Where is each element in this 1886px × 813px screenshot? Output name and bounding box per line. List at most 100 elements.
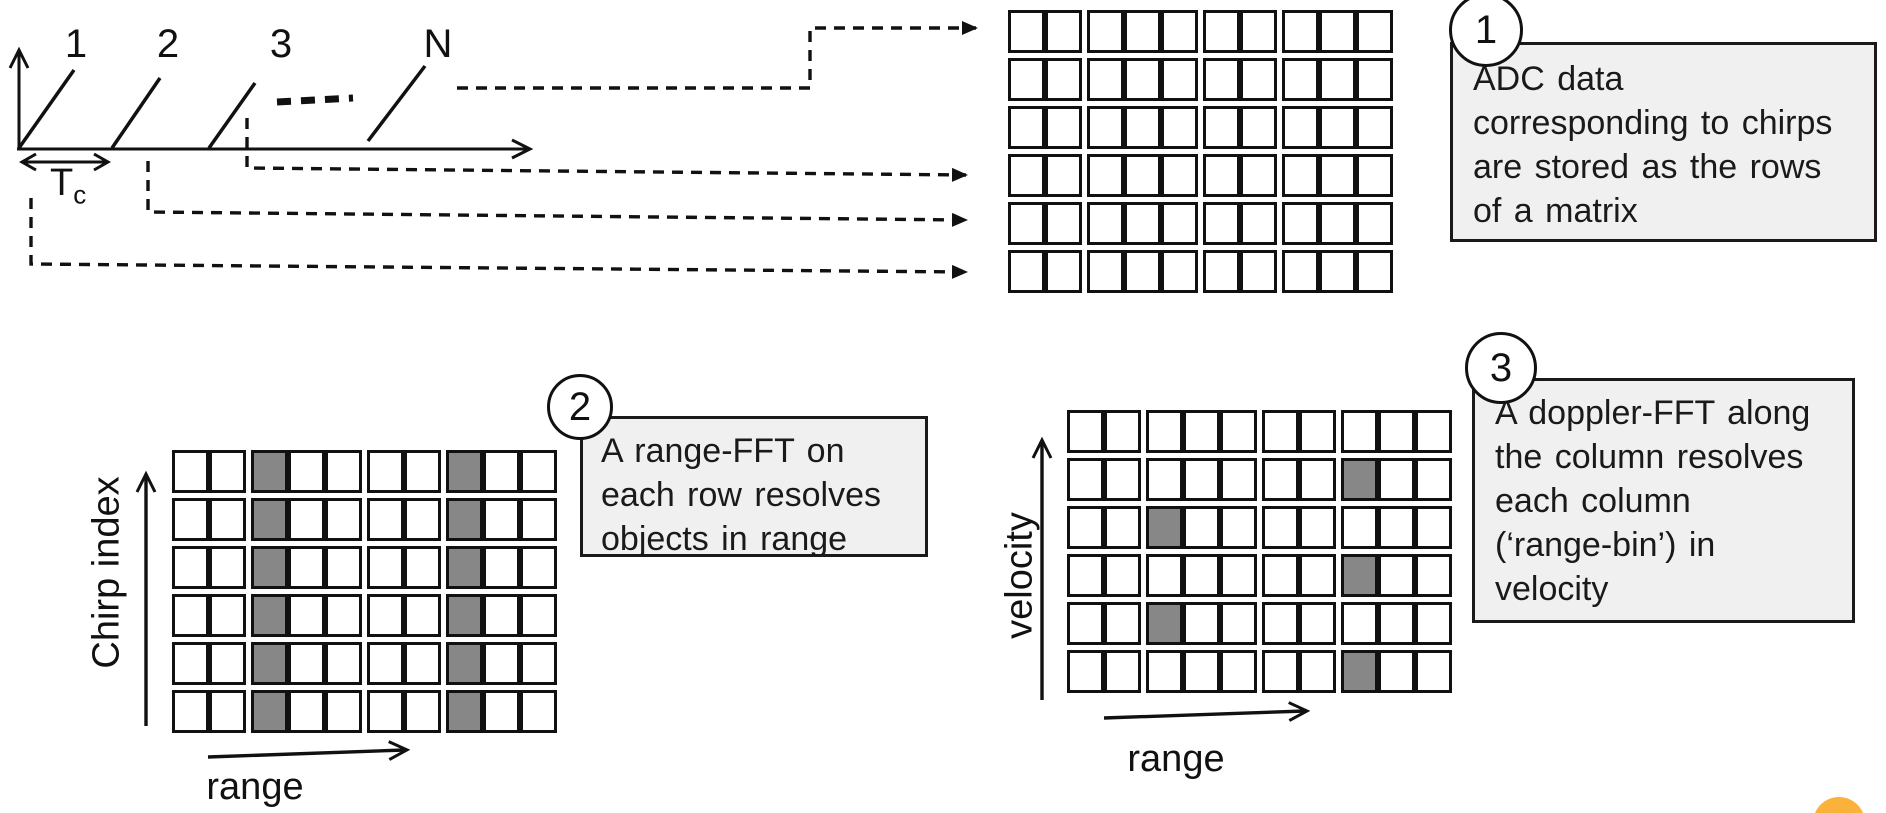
- range-axis-label-left: range: [206, 766, 304, 808]
- chirp-label-1: 1: [64, 22, 88, 66]
- matrix-cell: [325, 690, 362, 733]
- cell-block: [251, 642, 362, 685]
- cell-block: [1087, 154, 1198, 197]
- matrix-cell: [1415, 650, 1452, 693]
- cell-block: [1262, 554, 1336, 597]
- matrix-cell: [483, 498, 520, 541]
- matrix-cell: [1146, 410, 1183, 453]
- cell-block: [446, 450, 557, 493]
- matrix-cell: [1067, 458, 1104, 501]
- cell-block: [446, 498, 557, 541]
- matrix-cell: [325, 450, 362, 493]
- cell-block: [172, 498, 246, 541]
- cell-block: [367, 546, 441, 589]
- cell-block: [1087, 58, 1198, 101]
- cell-block: [446, 642, 557, 685]
- matrix-cell: [1104, 410, 1141, 453]
- slide-accent-dot: [1813, 797, 1865, 813]
- chirp-label-2: 2: [156, 22, 180, 66]
- matrix-row: [1008, 250, 1393, 293]
- matrix-cell: [1183, 410, 1220, 453]
- cell-block: [1262, 458, 1336, 501]
- tc-interval-label: Tc: [50, 162, 86, 211]
- detected-object-cell: [446, 594, 483, 637]
- matrix-cell: [1356, 10, 1393, 53]
- matrix-cell: [1220, 410, 1257, 453]
- cell-block: [1067, 458, 1141, 501]
- matrix-cell: [1087, 202, 1124, 245]
- matrix-cell: [1319, 202, 1356, 245]
- cell-block: [1067, 506, 1141, 549]
- matrix-cell: [1319, 58, 1356, 101]
- matrix-cell: [325, 546, 362, 589]
- matrix-cell: [404, 642, 441, 685]
- step-1-badge: 1: [1449, 0, 1523, 67]
- matrix-cell: [1161, 250, 1198, 293]
- matrix-cell: [1045, 202, 1082, 245]
- cell-block: [1067, 554, 1141, 597]
- cell-block: [1087, 10, 1198, 53]
- range-axis-label-right: range: [1127, 738, 1225, 780]
- matrix-cell: [1067, 506, 1104, 549]
- cell-block: [172, 642, 246, 685]
- matrix-cell: [483, 450, 520, 493]
- matrix-cell: [1183, 554, 1220, 597]
- adc-data-matrix: [1008, 10, 1393, 298]
- matrix-cell: [1220, 602, 1257, 645]
- matrix-cell: [367, 594, 404, 637]
- matrix-cell: [1008, 58, 1045, 101]
- matrix-cell: [1378, 410, 1415, 453]
- matrix-row: [1008, 10, 1393, 53]
- matrix-row: [1067, 410, 1452, 453]
- cell-block: [1203, 10, 1277, 53]
- cell-block: [1282, 10, 1393, 53]
- matrix-row: [1008, 106, 1393, 149]
- matrix-cell: [1087, 154, 1124, 197]
- range-fft-matrix: [172, 450, 557, 738]
- matrix-cell: [1203, 58, 1240, 101]
- cell-block: [1262, 506, 1336, 549]
- cell-block: [251, 450, 362, 493]
- cell-block: [1203, 202, 1277, 245]
- matrix-cell: [483, 546, 520, 589]
- matrix-cell: [1262, 506, 1299, 549]
- detected-object-cell: [251, 690, 288, 733]
- chirp-label-n: N: [423, 22, 453, 66]
- matrix-cell: [288, 594, 325, 637]
- step-3-number: 3: [1489, 345, 1513, 390]
- matrix-row: [1067, 602, 1452, 645]
- matrix-row: [172, 594, 557, 637]
- matrix-cell: [1087, 106, 1124, 149]
- matrix-cell: [404, 594, 441, 637]
- matrix-cell: [1299, 410, 1336, 453]
- cell-block: [1282, 250, 1393, 293]
- matrix-cell: [209, 450, 246, 493]
- matrix-cell: [1008, 202, 1045, 245]
- cell-block: [367, 594, 441, 637]
- matrix-row: [1067, 554, 1452, 597]
- matrix-cell: [1240, 10, 1277, 53]
- tc-symbol: T: [50, 162, 74, 204]
- matrix-cell: [1220, 554, 1257, 597]
- matrix-cell: [1240, 250, 1277, 293]
- matrix-cell: [1378, 458, 1415, 501]
- matrix-cell: [367, 498, 404, 541]
- matrix-cell: [1008, 106, 1045, 149]
- detected-object-cell: [446, 690, 483, 733]
- cell-block: [1203, 106, 1277, 149]
- note-doppler-fft: A doppler-FFT along the column resolves …: [1472, 378, 1855, 623]
- cell-block: [1008, 202, 1082, 245]
- matrix-cell: [209, 690, 246, 733]
- detected-object-cell: [446, 642, 483, 685]
- cell-block: [1067, 410, 1141, 453]
- tc-subscript: c: [73, 179, 87, 210]
- matrix-cell: [1183, 650, 1220, 693]
- cell-block: [1146, 506, 1257, 549]
- matrix-cell: [1341, 602, 1378, 645]
- matrix-cell: [1161, 106, 1198, 149]
- matrix-cell: [1183, 602, 1220, 645]
- matrix-cell: [1067, 650, 1104, 693]
- matrix-cell: [1067, 554, 1104, 597]
- matrix-cell: [1183, 506, 1220, 549]
- step-1-number: 1: [1474, 7, 1498, 52]
